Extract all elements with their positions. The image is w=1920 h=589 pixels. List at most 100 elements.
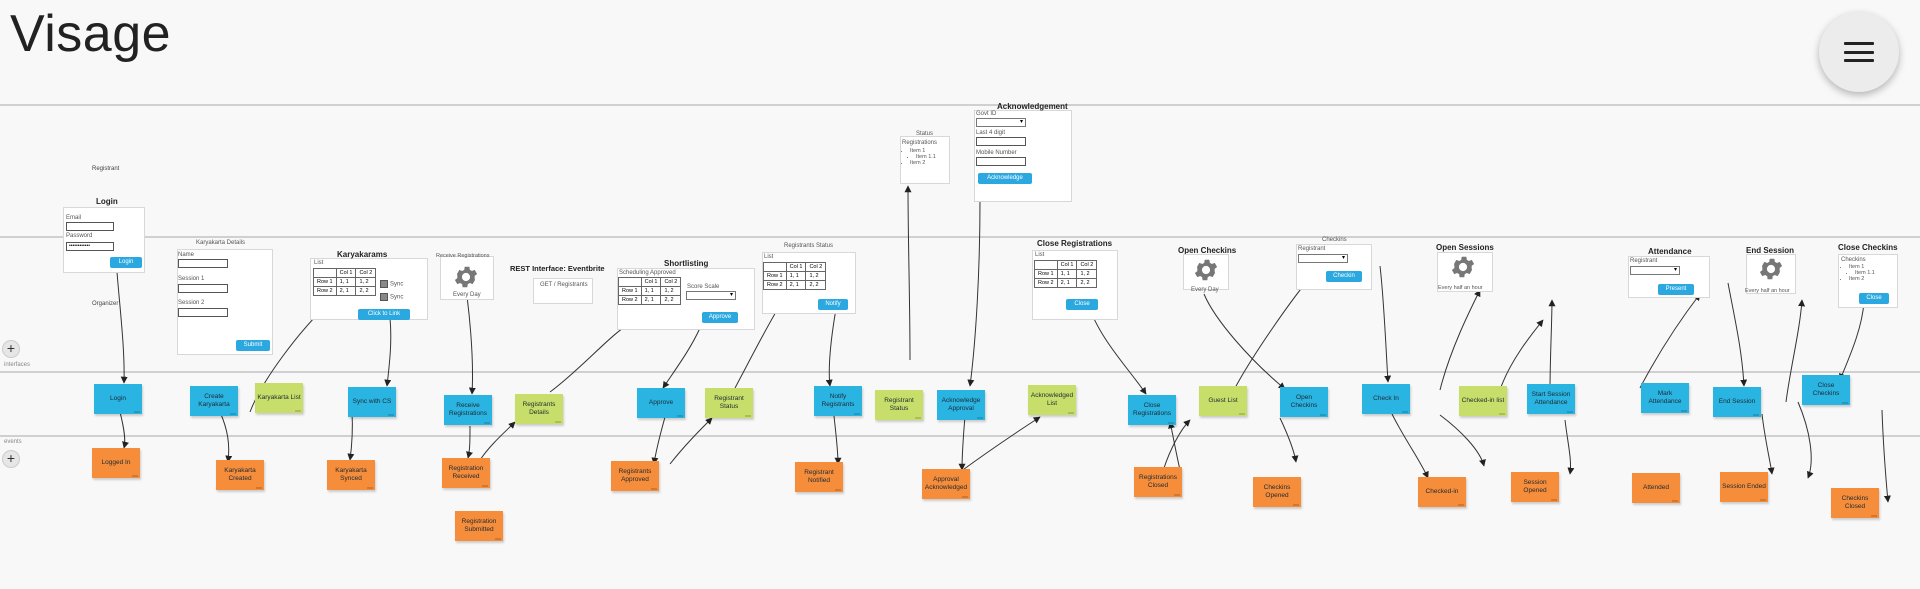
score-scale-select[interactable]: [686, 291, 736, 300]
command-close-checkins[interactable]: Close Checkins: [1802, 375, 1850, 405]
notify-button[interactable]: Notify: [818, 299, 848, 310]
event-attended[interactable]: Attended: [1632, 473, 1680, 503]
command-login[interactable]: Login: [94, 384, 142, 414]
event-registration-received[interactable]: Registration Received: [442, 458, 490, 488]
read-model-registrants-details[interactable]: Registrants Details: [515, 394, 563, 424]
checkins-registrant-select[interactable]: [1298, 254, 1348, 263]
end-session-panel: [1746, 254, 1796, 294]
list-item: Item 1.1: [1855, 270, 1875, 276]
table-row-label: Row 2: [618, 295, 642, 305]
close-checkins-button[interactable]: Close: [1859, 293, 1889, 304]
last4-field[interactable]: [976, 137, 1026, 146]
command-approve[interactable]: Approve: [637, 388, 685, 418]
checkins-panel: [1296, 244, 1372, 290]
event-session-ended[interactable]: Session Ended: [1720, 472, 1768, 502]
approve-button[interactable]: Approve: [702, 312, 738, 323]
table-cell: 1, 1: [785, 271, 807, 281]
table-header: Col 2: [1076, 260, 1098, 270]
mobile-field[interactable]: [976, 157, 1026, 166]
checkins-registrant-label: Registrant: [1298, 246, 1326, 252]
close-registrations-list-label: List: [1035, 252, 1045, 258]
rest-interface-title: REST Interface: Eventbrite: [510, 264, 605, 273]
status-panel: [900, 136, 950, 184]
command-start-session-attendance[interactable]: Start Session Attendance: [1527, 384, 1575, 414]
event-registrants-approved[interactable]: Registrants Approved: [611, 461, 659, 491]
read-model-guest-list[interactable]: Guest List: [1199, 386, 1247, 416]
command-close-registrations[interactable]: Close Registrations: [1128, 395, 1176, 425]
list-item: Item 2: [910, 160, 936, 166]
read-model-acknowledged-list[interactable]: Acknowledged List: [1028, 385, 1076, 415]
open-checkins-caption: Every Day: [1191, 287, 1219, 293]
command-open-checkins[interactable]: Open Checkins: [1280, 387, 1328, 417]
table-row-label: Row 1: [1034, 269, 1058, 279]
read-model-registrant-status-2[interactable]: Registrant Status: [875, 390, 923, 420]
present-button[interactable]: Present: [1658, 284, 1694, 295]
name-label: Name: [178, 252, 195, 258]
session1-field[interactable]: [178, 284, 228, 293]
event-session-opened[interactable]: Session Opened: [1511, 472, 1559, 502]
command-check-in[interactable]: Check In: [1362, 384, 1410, 414]
command-create-karyakarta[interactable]: Create Karyakarta: [190, 386, 238, 416]
open-sessions-title: Open Sessions: [1436, 243, 1494, 252]
table-cell: 1, 1: [335, 277, 357, 287]
click-to-link-button[interactable]: Click to Link: [358, 309, 410, 320]
govt-id-label: Govt ID: [976, 111, 997, 117]
name-field[interactable]: [178, 259, 228, 268]
event-registrations-closed[interactable]: Registrations Closed: [1134, 467, 1182, 497]
table-cell: 2, 2: [660, 295, 682, 305]
command-mark-attendance[interactable]: Mark Attendance: [1641, 383, 1689, 413]
event-approval-acknowledged[interactable]: Approval Acknowledged: [922, 469, 970, 499]
command-end-session[interactable]: End Session: [1713, 387, 1761, 417]
karyakarta-details-title: Karyakarta Details: [196, 240, 246, 246]
sync-checkbox-1[interactable]: Sync: [380, 280, 403, 288]
command-sync-with-cs[interactable]: Sync with CS: [348, 387, 396, 417]
close-registrations-button[interactable]: Close: [1066, 299, 1098, 310]
read-model-checked-in-list[interactable]: Checked-in list: [1459, 386, 1507, 416]
read-model-registrant-status-1[interactable]: Registrant Status: [705, 388, 753, 418]
gear-icon: [454, 266, 478, 288]
login-button[interactable]: Login: [110, 257, 142, 268]
table-cell: 2, 2: [805, 280, 827, 290]
command-notify-registrants[interactable]: Notify Registrants: [814, 386, 862, 416]
table-header: Col 1: [335, 268, 357, 278]
checkin-button[interactable]: Checkin: [1326, 271, 1362, 282]
table-header: Col 1: [1056, 260, 1078, 270]
event-checkins-opened[interactable]: Checkins Opened: [1253, 477, 1301, 507]
add-event-lane-button[interactable]: +: [2, 450, 20, 468]
status-list: Item 1 Item 1.1 Item 2: [902, 148, 936, 166]
command-receive-registrations[interactable]: Receive Registrations: [444, 395, 492, 425]
event-karyakarta-created[interactable]: Karyakarta Created: [216, 460, 264, 490]
govt-id-select[interactable]: [976, 118, 1026, 127]
table-cell: 1, 1: [1056, 269, 1078, 279]
list-item: Item 2: [1849, 276, 1875, 282]
rest-interface-panel: [533, 278, 593, 304]
event-checked-in[interactable]: Checked-in: [1418, 477, 1466, 507]
gear-icon: [1451, 256, 1475, 278]
close-checkins-list: Item 1 Item 1.1 Item 2: [1841, 264, 1875, 282]
event-checkins-closed[interactable]: Checkins Closed: [1831, 488, 1879, 518]
open-checkins-title: Open Checkins: [1178, 246, 1237, 255]
attendance-registrant-select[interactable]: [1630, 266, 1680, 275]
table-header: Col 2: [805, 262, 827, 272]
read-model-karyakarta-list[interactable]: Karyakarta List: [255, 383, 303, 413]
acknowledge-button[interactable]: Acknowledge: [978, 173, 1032, 184]
add-lane-button[interactable]: +: [2, 340, 20, 358]
password-field[interactable]: ••••••••••••: [66, 242, 114, 251]
receive-registrations-panel: [440, 256, 494, 300]
gear-icon: [1194, 259, 1218, 281]
main-menu-button[interactable]: [1819, 12, 1899, 92]
session2-field[interactable]: [178, 308, 228, 317]
last4-label: Last 4 digit: [976, 130, 1006, 136]
event-registrant-notified[interactable]: Registrant Notified: [795, 462, 843, 492]
close-registrations-title: Close Registrations: [1037, 239, 1113, 248]
email-field[interactable]: [66, 222, 114, 231]
password-label: Password: [66, 233, 93, 239]
command-acknowledge-approval[interactable]: Acknowledge Approval: [937, 390, 985, 420]
submit-button[interactable]: Submit: [236, 340, 270, 351]
event-registration-submitted[interactable]: Registration Submitted: [455, 511, 503, 541]
event-karyakarta-synced[interactable]: Karyakarta Synced: [327, 460, 375, 490]
event-logged-in[interactable]: Logged In: [92, 448, 140, 478]
sync-checkbox-2[interactable]: Sync: [380, 293, 403, 301]
